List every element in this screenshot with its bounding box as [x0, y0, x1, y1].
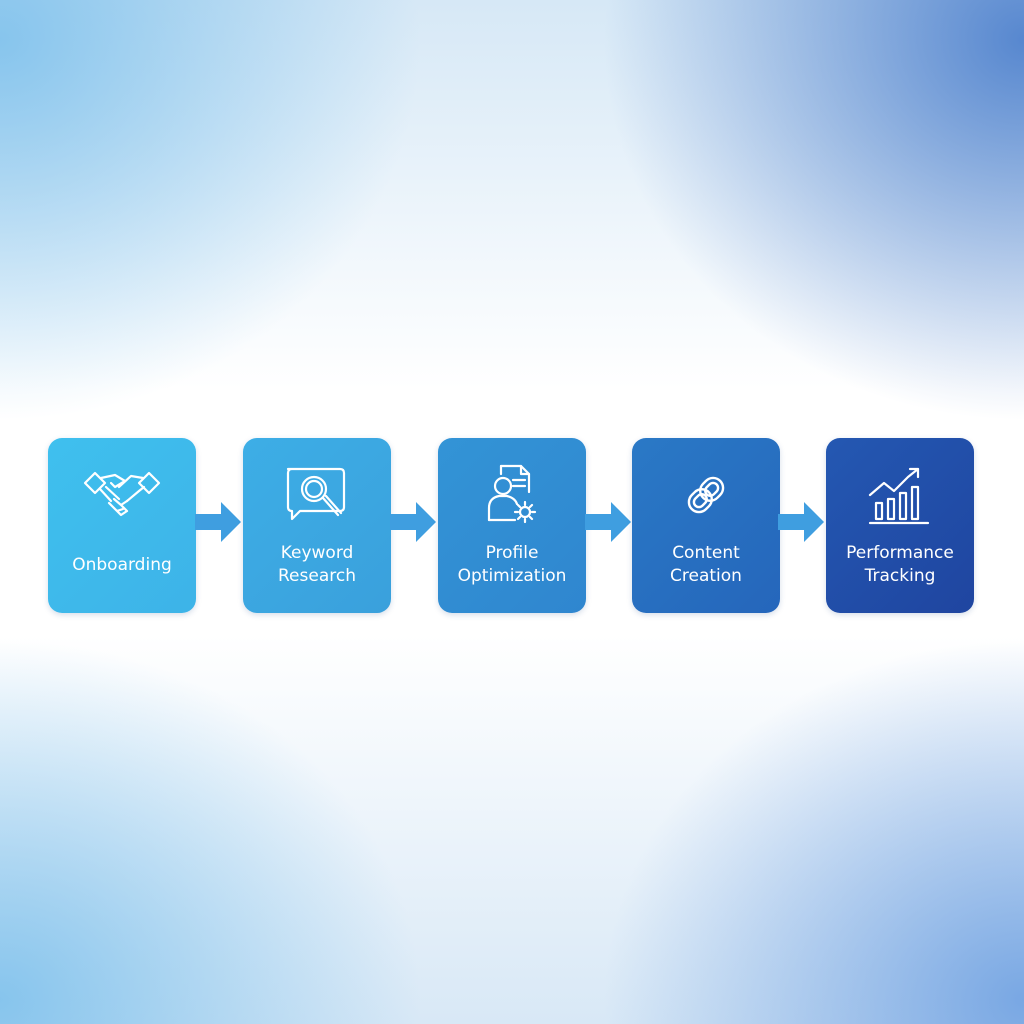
search-chat-icon: [243, 460, 391, 530]
step-label: Profile Optimization: [457, 543, 567, 586]
arrow-right-icon: [778, 502, 824, 542]
profile-settings-icon: [438, 460, 586, 530]
step-label: Onboarding: [72, 555, 172, 575]
step-label: Performance Tracking: [846, 543, 954, 586]
arrow-right-icon: [585, 502, 631, 542]
step-label: Keyword Research: [278, 543, 356, 586]
arrow-right-icon: [195, 502, 241, 542]
growth-chart-icon: [826, 460, 974, 530]
arrow-right-icon: [390, 502, 436, 542]
link-icon: [632, 460, 780, 530]
step-content-creation: Content Creation: [632, 438, 780, 613]
handshake-icon: [48, 460, 196, 530]
step-keyword-research: Keyword Research: [243, 438, 391, 613]
step-performance-tracking: Performance Tracking: [826, 438, 974, 613]
step-onboarding: Onboarding: [48, 438, 196, 613]
step-label: Content Creation: [670, 543, 742, 586]
step-profile-optimization: Profile Optimization: [438, 438, 586, 613]
